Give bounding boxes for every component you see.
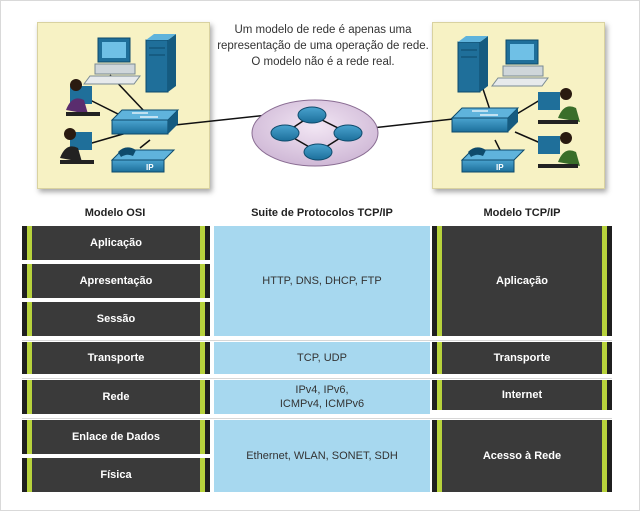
- caption-text: Um modelo de rede é apenas uma represent…: [217, 24, 429, 68]
- protocol-band-internet: IPv4, IPv6, ICMPv4, ICMPv6: [214, 380, 430, 414]
- osi-layer: Rede: [22, 380, 210, 414]
- osi-layer: Aplicação: [22, 226, 210, 260]
- tcpip-suite-heading: Suite de Protocolos TCP/IP: [251, 207, 393, 219]
- ip-phone-icon: IP: [460, 147, 526, 173]
- user-workstation-icon: [60, 128, 94, 164]
- user-workstation-icon: [66, 79, 100, 116]
- user-workstation-icon: [538, 88, 580, 124]
- osi-layer: Enlace de Dados: [22, 420, 210, 454]
- ip-phone-icon: IP: [110, 147, 176, 173]
- phone-ip-label: IP: [496, 163, 504, 172]
- desktop-pc-icon: [83, 37, 141, 85]
- osi-layer: Sessão: [22, 302, 210, 336]
- protocol-band-transport: TCP, UDP: [214, 342, 430, 374]
- osi-layer: Transporte: [22, 342, 210, 374]
- tcpip-layer: Aplicação: [432, 226, 612, 336]
- tcpip-layer: Internet: [432, 380, 612, 410]
- desktop-pc-icon: [491, 39, 549, 87]
- osi-layer: Apresentação: [22, 264, 210, 298]
- switch-icon: [450, 107, 520, 133]
- osi-layer: Física: [22, 458, 210, 492]
- switch-icon: [110, 109, 180, 135]
- network-illustration: IP IP: [60, 34, 580, 173]
- server-icon: [145, 34, 176, 93]
- group-divider: [22, 378, 612, 379]
- user-workstation-icon: [538, 132, 580, 168]
- tcpip-layer: Transporte: [432, 342, 612, 374]
- server-icon: [457, 36, 488, 93]
- protocol-band-network-access: Ethernet, WLAN, SONET, SDH: [214, 420, 430, 492]
- protocol-band-application: HTTP, DNS, DHCP, FTP: [214, 226, 430, 336]
- tcpip-layer: Acesso à Rede: [432, 420, 612, 492]
- phone-ip-label: IP: [146, 163, 154, 172]
- group-divider: [22, 340, 612, 341]
- tcpip-model-heading: Modelo TCP/IP: [483, 207, 561, 219]
- group-divider: [22, 418, 612, 419]
- router-cloud: [251, 99, 379, 167]
- osi-model-heading: Modelo OSI: [84, 207, 146, 219]
